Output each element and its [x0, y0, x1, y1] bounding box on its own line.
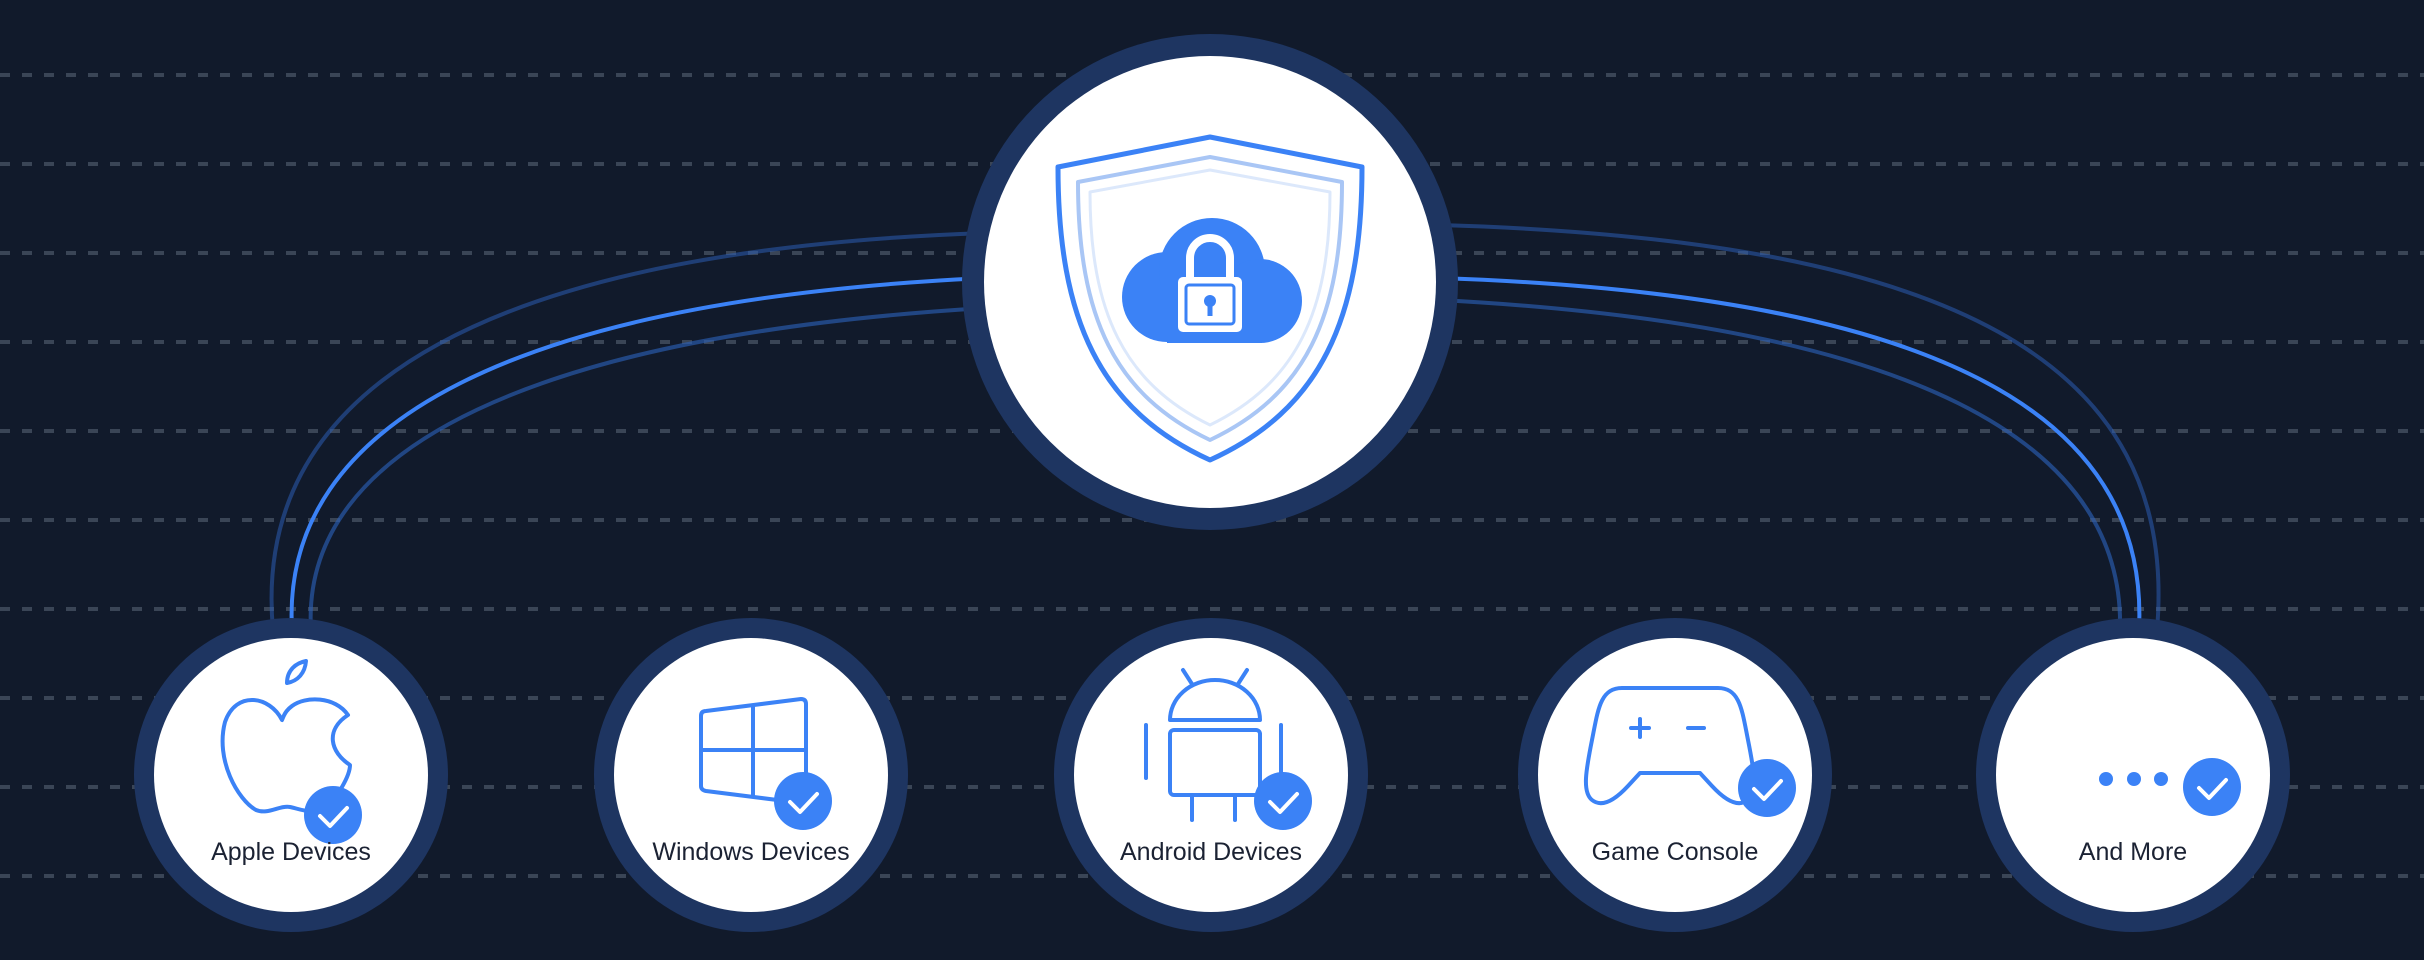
check-badge: [304, 786, 362, 844]
check-icon: [318, 806, 349, 828]
hub-node: [962, 34, 1458, 530]
device-disc: [154, 638, 428, 912]
check-icon: [1268, 792, 1299, 814]
check-badge: [1738, 759, 1796, 817]
device-node-apple: [134, 618, 448, 932]
check-badge: [1254, 772, 1312, 830]
check-icon: [1752, 779, 1783, 801]
check-badge: [2183, 758, 2241, 816]
device-node-android: [1054, 618, 1368, 932]
gamepad-icon: [1583, 686, 1757, 806]
device-node-game: [1518, 618, 1832, 932]
android-icon: [1144, 668, 1283, 822]
device-node-windows: [594, 618, 908, 932]
connector-right: [1438, 223, 2161, 632]
shield-cloud-lock-icon: [1055, 134, 1365, 463]
check-icon: [788, 792, 819, 814]
device-nodes: [134, 618, 2290, 932]
check-badge: [774, 772, 832, 830]
device-node-more: [1976, 618, 2290, 932]
connector-lines: [269, 223, 2161, 632]
more-dots-icon: [2099, 772, 2168, 786]
device-disc: [1074, 638, 1348, 912]
connector-left: [269, 231, 987, 632]
check-icon: [2197, 778, 2228, 800]
